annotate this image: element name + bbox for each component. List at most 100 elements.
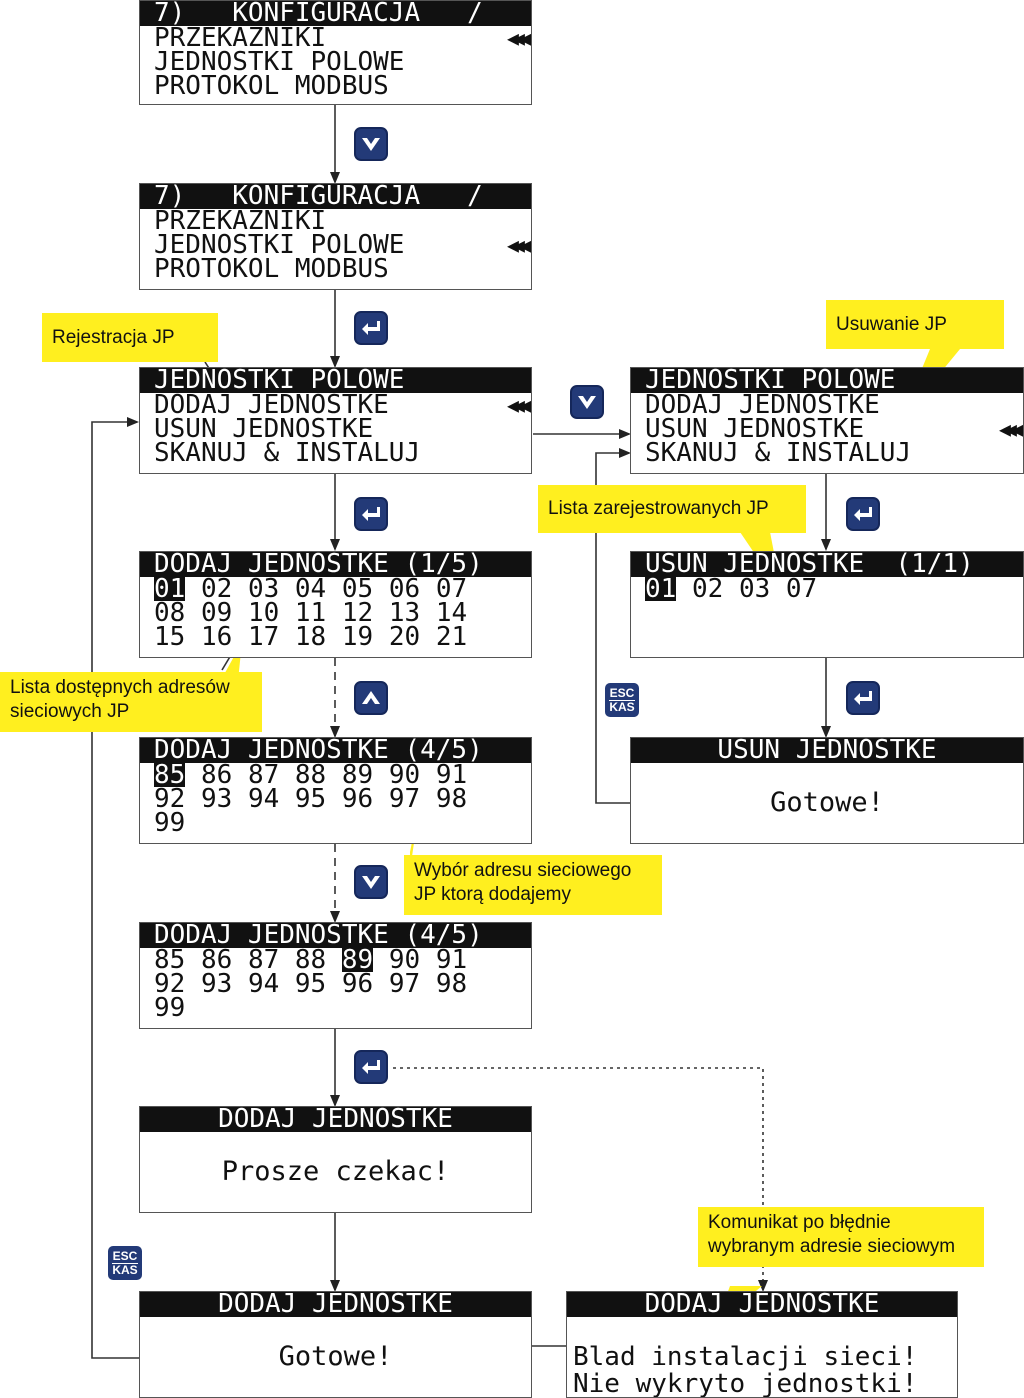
menu-item-label: USUN JEDNOSTKE [645, 417, 865, 441]
esc-kas-key: ESC KAS [108, 1246, 142, 1280]
address-cell: 94 [247, 787, 280, 811]
menu-item: PRZEKAZNIKI◀◀◀ [140, 26, 531, 50]
address-cell: 07 [435, 577, 468, 601]
address-cell: 03 [247, 577, 280, 601]
chevron-down-icon [362, 138, 380, 151]
screen-message-line: Blad instalacji sieci! [573, 1342, 918, 1372]
screen-dodaj-jednostke-1: DODAJ JEDNOSTKE (1/5)01 02 03 04 05 06 0… [139, 551, 532, 658]
note-line: Lista dostępnych adresów [10, 677, 230, 698]
menu-item-label: PRZEKAZNIKI [154, 26, 327, 50]
address-cell: 16 [200, 625, 233, 649]
address-cell: 87 [247, 763, 280, 787]
screen-dodaj-jednostke-4a: DODAJ JEDNOSTKE (4/5)85 86 87 88 89 90 9… [139, 737, 532, 844]
note-rejestracja-text: Rejestracja JP [52, 327, 175, 348]
address-cell: 86 [200, 948, 233, 972]
address-cell: 96 [341, 787, 374, 811]
enter-key [846, 681, 880, 715]
screen-dodaj-blad: DODAJ JEDNOSTKE Blad instalacji sieci!Nie… [566, 1291, 958, 1398]
menu-item: PRZEKAZNIKI [140, 209, 531, 233]
address-row: 01 02 03 04 05 06 07 [140, 577, 531, 601]
enter-icon [362, 321, 380, 335]
menu-item-label: DODAJ JEDNOSTKE [645, 393, 880, 417]
address-cell: 85 [154, 948, 186, 972]
address-row: 15 16 17 18 19 20 21 [140, 625, 531, 649]
note-rejestracja: Rejestracja JP [42, 313, 218, 362]
address-cell: 19 [341, 625, 374, 649]
note-line: JP ktorą dodajemy [414, 884, 572, 905]
menu-item-label: DODAJ JEDNOSTKE [154, 393, 389, 417]
screen-header: DODAJ JEDNOSTKE (4/5) [140, 923, 531, 948]
down-key [354, 127, 388, 161]
menu-item-label: JEDNOSTKI POLOWE [154, 233, 405, 257]
triple-left-arrow-icon: ◀◀◀ [506, 393, 531, 417]
address-cell: 06 [388, 577, 421, 601]
arrow-usun-back [595, 448, 631, 804]
screen-header: DODAJ JEDNOSTKE [140, 1107, 531, 1132]
triple-left-arrow-icon: ◀◀◀ [998, 417, 1023, 441]
menu-item: DODAJ JEDNOSTKE ◀◀◀ [140, 393, 531, 417]
address-row: 08 09 10 11 12 13 14 [140, 601, 531, 625]
address-cell: 87 [247, 948, 280, 972]
menu-item: SKANUJ & INSTALUJ [140, 441, 531, 465]
address-cell: 13 [388, 601, 421, 625]
address-cell: 05 [341, 577, 374, 601]
note-wybor-adresu: Wybór adresu sieciowego JP ktorą dodajem… [404, 855, 662, 915]
address-cell: 85 [154, 763, 186, 787]
screen-header: DODAJ JEDNOSTKE (1/5) [140, 552, 531, 577]
chevron-down-icon [578, 396, 596, 409]
screen-message: Prosze czekac! [221, 1156, 450, 1187]
address-cell: 94 [247, 972, 280, 996]
menu-item-label: PRZEKAZNIKI [154, 209, 327, 233]
address-cell: 15 [154, 625, 186, 649]
screen-header: JEDNOSTKI POLOWE [140, 368, 531, 393]
screen-konfiguracja-1: 7) KONFIGURACJA /PRZEKAZNIKI◀◀◀JEDNOSTKI… [139, 0, 532, 105]
screen-header: USUN JEDNOSTKE [631, 738, 1023, 763]
note-lista-zarejestrowanych-text: Lista zarejestrowanych JP [548, 498, 769, 519]
menu-item-label: PROTOKOL MODBUS [154, 74, 389, 98]
menu-item-label: SKANUJ & INSTALUJ [645, 441, 912, 465]
address-row: 92 93 94 95 96 97 98 [140, 787, 531, 811]
esc-label: ESC [111, 1248, 139, 1264]
address-row: 01 02 03 07 [631, 577, 1023, 601]
screen-message-line: Nie wykryto jednostki! [573, 1369, 918, 1398]
menu-item: PROTOKOL MODBUS [140, 257, 531, 281]
address-row: 99 [140, 996, 531, 1020]
address-cell: 17 [247, 625, 280, 649]
screen-usun-jednostke-list: USUN JEDNOSTKE (1/1)01 02 03 07 [630, 551, 1024, 658]
down-key [354, 865, 388, 899]
arrow-done-back [91, 417, 139, 1359]
note-lista-dostepnych: Lista dostępnych adresów sieciowych JP [0, 672, 262, 732]
address-cell: 08 [154, 601, 186, 625]
address-cell: 02 [200, 577, 233, 601]
up-key [354, 681, 388, 715]
address-cell: 86 [200, 763, 233, 787]
address-cell: 12 [341, 601, 374, 625]
address-cell: 97 [388, 972, 421, 996]
address-cell: 92 [154, 787, 186, 811]
address-cell: 98 [435, 787, 468, 811]
address-cell: 95 [294, 972, 327, 996]
address-cell: 88 [294, 948, 327, 972]
address-cell: 21 [435, 625, 468, 649]
menu-item: SKANUJ & INSTALUJ [631, 441, 1023, 465]
note-line: Wybór adresu sieciowego [414, 860, 632, 881]
note-usuwanie: Usuwanie JP [826, 300, 1004, 349]
screen-header: DODAJ JEDNOSTKE [567, 1292, 957, 1317]
enter-key [846, 497, 880, 531]
screen-header: JEDNOSTKI POLOWE [631, 368, 1023, 393]
esc-kas-key: ESC KAS [605, 683, 639, 717]
screen-dodaj-jednostke-4b: DODAJ JEDNOSTKE (4/5)85 86 87 88 89 90 9… [139, 922, 532, 1029]
screen-message: Gotowe! [278, 1341, 393, 1372]
address-cell: 89 [341, 763, 374, 787]
enter-icon [362, 507, 380, 521]
address-cell: 89 [341, 948, 374, 972]
note-line: sieciowych JP [10, 701, 130, 722]
screen-header: DODAJ JEDNOSTKE (4/5) [140, 738, 531, 763]
address-cell: 03 [738, 577, 771, 601]
screen-header: 7) KONFIGURACJA / [140, 1, 531, 26]
address-cell: 91 [435, 763, 468, 787]
